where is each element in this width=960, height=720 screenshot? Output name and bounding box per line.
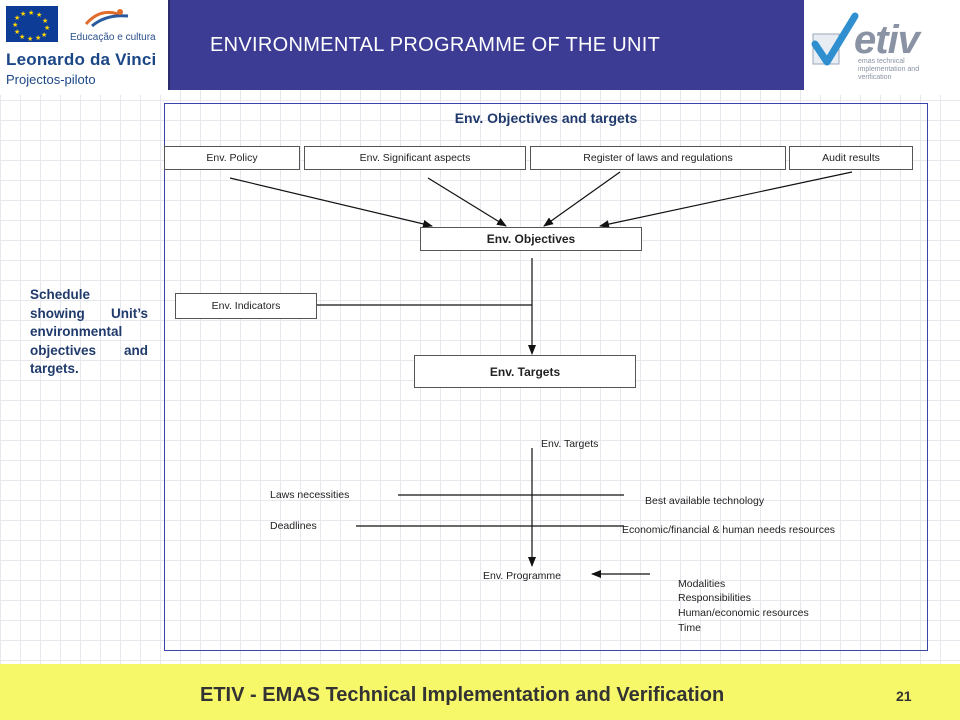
indicators-box: Env. Indicators (175, 293, 317, 319)
schedule-note: Schedule showing Unit’s environmental ob… (30, 287, 148, 376)
education-culture-label: Educação e cultura (70, 32, 156, 43)
input-env-policy: Env. Policy (164, 146, 300, 170)
laws-necessities-label: Laws necessities (270, 489, 350, 501)
objectives-box: Env. Objectives (420, 227, 642, 251)
programme-label: Env. Programme (483, 570, 561, 582)
footer-band (0, 664, 960, 720)
arrow-aspects-to-objectives (427, 177, 507, 227)
programme-item: Responsibilities (678, 592, 751, 604)
lower-targets-label: Env. Targets (541, 438, 599, 450)
input-audit-results: Audit results (789, 146, 913, 170)
programme-item: Time (678, 622, 701, 634)
etiv-wordmark: etiv (854, 18, 920, 62)
arrow-laws-to-objectives (543, 171, 621, 227)
etiv-tagline: emas technical implementation and verifi… (858, 58, 920, 81)
diagram-heading: Env. Objectives and targets (454, 110, 638, 126)
pilot-projects-label: Projectos-piloto (6, 72, 96, 87)
title-banner (168, 0, 804, 90)
programme-item: Human/economic resources (678, 607, 809, 619)
eu-flag-icon: ★ ★ ★ ★ ★ ★ ★ ★ ★ ★ ★ ★ (6, 6, 58, 43)
best-available-technology-label: Best available technology (645, 495, 765, 507)
deadlines-label: Deadlines (270, 520, 317, 532)
input-register-of-laws: Register of laws and regulations (530, 146, 786, 170)
footer-title: ETIV - EMAS Technical Implementation and… (200, 684, 725, 706)
leonardo-da-vinci-label: Leonardo da Vinci (6, 50, 157, 69)
input-env-significant-aspects: Env. Significant aspects (304, 146, 526, 170)
programme-item: Modalities (678, 578, 726, 590)
arrow-policy-to-objectives (229, 177, 433, 228)
page-title: ENVIRONMENTAL PROGRAMME OF THE UNIT (210, 34, 661, 56)
diagram-frame (164, 103, 928, 651)
arrow-audit-to-objectives (599, 171, 853, 229)
economic-resources-label: Economic/financial & human needs resourc… (622, 524, 836, 536)
education-swoosh-icon (84, 9, 129, 28)
targets-box: Env. Targets (414, 355, 636, 388)
checkmark-icon (811, 12, 859, 66)
page-number: 21 (896, 688, 912, 704)
